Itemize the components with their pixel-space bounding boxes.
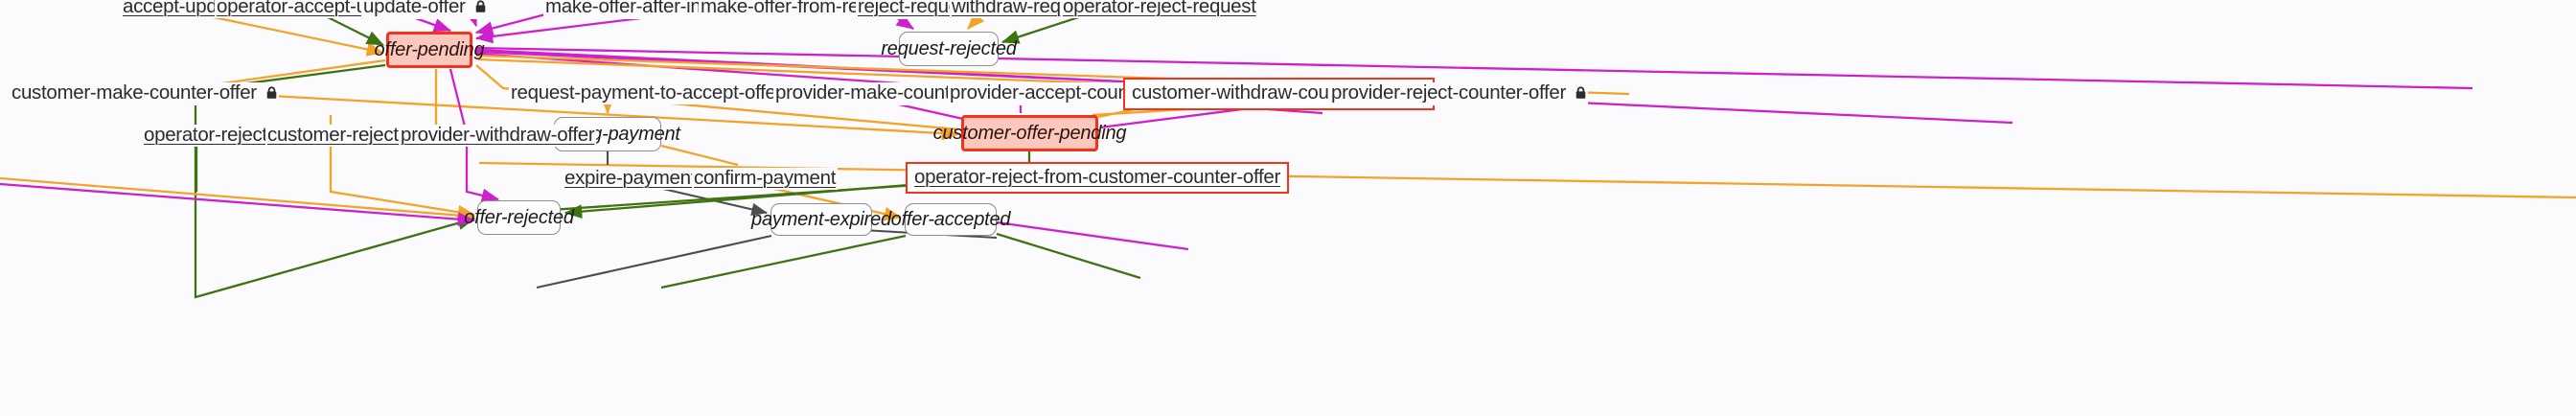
edge-op-fan-m4 [475,46,2473,90]
edge-left-orange-to-offer-rejected [0,176,476,222]
transition-label: make-offer-from-request [701,0,906,17]
transition-label: provider-withdraw-offer [401,124,595,146]
transition-provider-reject-counter-offer[interactable]: provider-reject-counter-offer [1329,81,1589,105]
transition-label: operator-reject-request [1063,0,1256,17]
transition-confirm-payment[interactable]: confirm-payment [692,167,839,190]
transition-label: operator-reject-from-customer-counter-of… [914,166,1281,188]
lock-icon [1576,84,1586,104]
transition-label: reject-request [858,0,975,17]
transition-label: update-offer [363,0,466,17]
transition-operator-reject-from-customer-counter-offer[interactable]: operator-reject-from-customer-counter-of… [906,162,1290,194]
transition-label: provider-reject-counter-offer [1331,81,1566,104]
transition-provider-withdraw-offer[interactable]: provider-withdraw-offer [399,124,597,147]
edge-offer-accepted-out-green [660,234,907,289]
transition-update-offer[interactable]: update-offer [361,0,488,19]
state-payment-expired[interactable]: payment-expired [751,203,891,236]
transition-request-payment-to-accept-offer[interactable]: request-payment-to-accept-offer [509,81,785,104]
transition-label: confirm-payment [694,167,837,189]
transition-expire-payment[interactable]: expire-payment [563,167,699,190]
transition-label: withdraw-request [952,0,1097,17]
state-offer-accepted[interactable]: offer-accepted [891,203,1011,236]
state-label: offer-rejected [464,206,574,228]
state-request-rejected[interactable]: request-rejected [881,32,1017,66]
transition-label: accept-update [123,0,244,17]
edge-cmco-green-down [194,90,476,299]
edge-pending-payment-confirm-stem [660,144,739,167]
edge-provider-withdraw-offer [448,68,500,203]
edge-payment-expired-out2 [536,234,772,289]
transition-reject-request[interactable]: reject-request [856,0,977,18]
state-customer-offer-pending[interactable]: customer-offer-pending [933,115,1127,151]
transition-label: request-payment-to-accept-offer [511,81,783,104]
transition-label: make-offer-after-inquiry [545,0,743,17]
lock-icon [475,0,486,18]
edge-offer-accepted-out-magenta [996,220,1189,251]
transition-label: customer-make-counter-offer [12,81,257,104]
transition-operator-reject-request[interactable]: operator-reject-request [1061,0,1258,18]
edge-op-request-payment [475,64,959,131]
state-label: customer-offer-pending [932,122,1127,144]
transition-customer-make-counter-offer[interactable]: customer-make-counter-offer [10,81,280,105]
transition-accept-update[interactable]: accept-update [121,0,246,18]
edge-left-magenta-to-offer-rejected [0,182,476,227]
state-offer-pending[interactable]: offer-pending [375,32,485,68]
state-label: request-rejected [881,37,1017,59]
edge-green-long-left [536,180,959,213]
state-label: offer-accepted [890,208,1011,230]
edge-cmco-to-customer-offer-pending [185,89,960,141]
transition-label: expire-payment [564,167,697,189]
state-label: payment-expired [751,208,891,230]
state-offer-rejected[interactable]: offer-rejected [464,200,574,235]
lock-icon [266,84,277,104]
state-label: offer-pending [374,38,485,60]
edge-offer-accepted-out-green2 [996,232,1141,280]
